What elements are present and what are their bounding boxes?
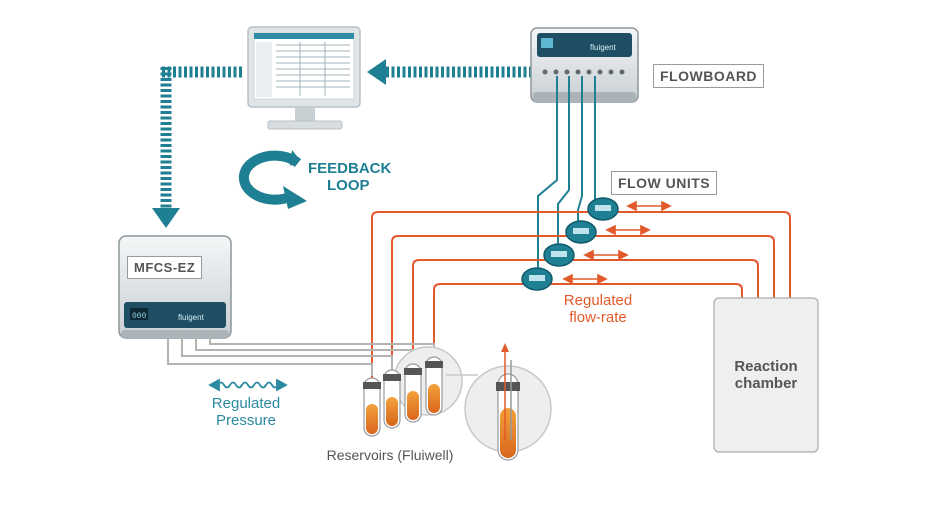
flowboard-device-icon: fluigent — [530, 27, 639, 103]
flow-unit-icon — [565, 220, 597, 244]
flow-double-arrows — [562, 200, 672, 285]
flow-unit-icon — [543, 243, 575, 267]
feedback-loop-label: FEEDBACK LOOP — [308, 160, 398, 194]
regulated-flow-rate-line1: Regulated — [563, 292, 633, 309]
mfcs-ez-label: MFCS-EZ — [127, 256, 203, 279]
mfcs-device-icon: 000 fluigent — [118, 235, 232, 339]
flow-unit-icon — [587, 197, 619, 221]
pressure-wave-arrow — [208, 378, 288, 392]
reservoir-tube-icon — [425, 356, 443, 416]
reaction-chamber-line2: chamber — [734, 375, 798, 392]
flowboard-label: FLOWBOARD — [653, 64, 765, 88]
reservoir-tube-icon — [404, 363, 422, 423]
feedback-loop-line2: LOOP — [327, 177, 370, 194]
reservoirs-label: Reservoirs (Fluiwell) — [326, 447, 454, 463]
flowboard-cables — [537, 76, 596, 278]
flow-units-label: FLOW UNITS — [611, 171, 718, 195]
regulated-pressure-line2: Pressure — [215, 412, 277, 429]
reaction-chamber — [713, 297, 819, 453]
regulated-pressure-line1: Regulated — [211, 395, 281, 412]
reservoir-tube-icon — [383, 369, 401, 429]
regulated-flow-rate-line2: flow-rate — [569, 309, 627, 326]
regulated-flow-rate-label: Regulated flow-rate — [548, 292, 648, 326]
regulated-pressure-label: Regulated Pressure — [196, 395, 296, 429]
reaction-chamber-line1: Reaction — [734, 358, 798, 375]
reaction-chamber-label: Reaction chamber — [714, 358, 818, 392]
feedback-loop-line1: FEEDBACK — [308, 160, 392, 177]
monitor-icon — [247, 26, 361, 130]
arrowhead-down — [152, 208, 180, 228]
mfcs-brand: fluigent — [178, 313, 205, 322]
arrowhead-left — [367, 59, 386, 85]
fluid-tubing — [371, 211, 791, 380]
reservoirs — [363, 346, 478, 437]
data-arrows — [152, 59, 532, 228]
mfcs-display: 000 — [132, 312, 147, 321]
feedback-loop-icon — [238, 150, 307, 209]
flow-units — [521, 197, 619, 291]
flow-unit-icon — [521, 267, 553, 291]
reservoir-tube-icon — [363, 377, 381, 437]
reservoir-zoom — [464, 343, 552, 461]
flowboard-brand: fluigent — [590, 43, 617, 52]
